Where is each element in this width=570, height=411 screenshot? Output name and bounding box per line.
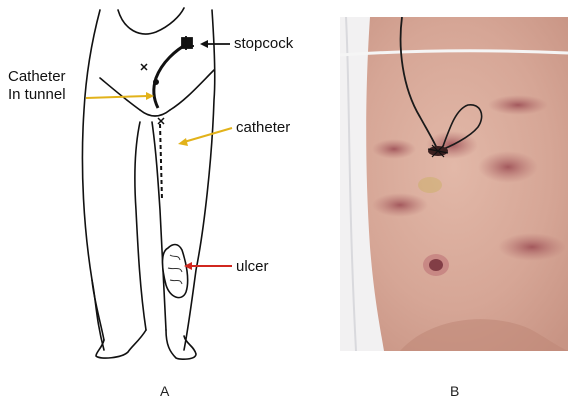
stopcock-label: stopcock bbox=[234, 35, 293, 53]
catheter-arrow bbox=[178, 128, 232, 146]
ulcer-label: ulcer bbox=[236, 258, 269, 276]
panel-a-drawing: stopcock Catheter In tunnel catheter ulc… bbox=[0, 0, 330, 406]
panel-a-letter: A bbox=[160, 383, 169, 399]
catheter-tunnel-label-line2: In tunnel bbox=[8, 86, 66, 104]
stopcock-arrow bbox=[200, 40, 230, 48]
tunnel-arrow bbox=[86, 92, 154, 100]
ulcer-shape bbox=[163, 245, 188, 298]
leg-outline-drawing bbox=[0, 0, 330, 406]
catheter-label: catheter bbox=[236, 119, 290, 137]
right-foot bbox=[166, 330, 196, 359]
catheter-tunnel-label-line1: Catheter bbox=[8, 68, 66, 86]
body-outline-left bbox=[82, 10, 104, 350]
panel-b-photo bbox=[340, 17, 568, 351]
stopcock-device bbox=[182, 36, 194, 50]
catheter-line bbox=[154, 44, 188, 200]
ulcer-arrow bbox=[184, 262, 232, 270]
panel-b-letter: B bbox=[450, 383, 459, 399]
body-outline-right bbox=[184, 10, 215, 350]
clinical-photo bbox=[340, 17, 568, 351]
